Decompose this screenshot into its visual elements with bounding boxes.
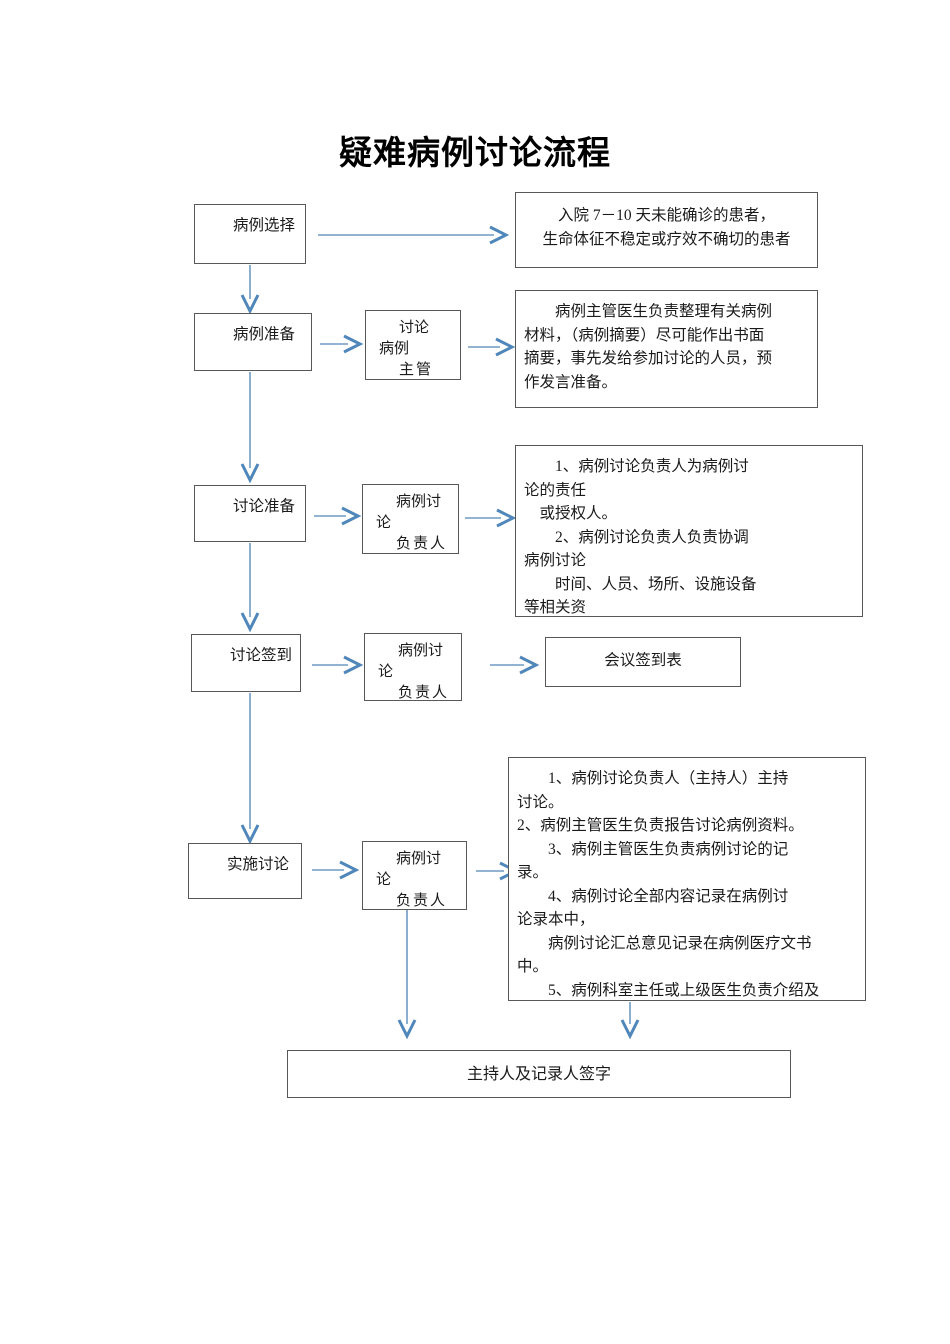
role-box-case-supervisor[interactable]: 讨论 病例 主管 — [365, 310, 461, 380]
role-line-1: 病例讨 — [396, 494, 442, 510]
stage-box-case-selection[interactable]: 病例选择 — [194, 204, 306, 264]
arrow-execution-to-leader — [312, 860, 360, 880]
page-title: 疑难病例讨论流程 — [339, 134, 611, 171]
detail-box-case-criteria: 入院 7－10 天未能确诊的患者， 生命体征不稳定或疗效不确切的患者 — [515, 192, 818, 268]
arrow-signin-to-leader — [312, 655, 364, 675]
arrow-case-selection-to-case-preparation — [240, 265, 260, 315]
detail-box-signin-sheet: 会议签到表 — [545, 637, 741, 687]
arrow-leader-to-preparation-rules — [465, 508, 517, 528]
stage-label: 病例选择 — [233, 217, 296, 234]
arrow-case-preparation-to-supervisor — [320, 334, 364, 354]
arrow-discussion-preparation-to-leader — [314, 506, 362, 526]
role-line-1: 病例讨 — [398, 643, 444, 659]
arrow-supervisor-to-preparation-detail — [468, 337, 516, 357]
signature-box: 主持人及记录人签字 — [287, 1050, 791, 1098]
arrow-leader-to-signin-sheet — [490, 655, 540, 675]
stage-label: 讨论准备 — [233, 498, 296, 515]
role-line-3: 负责人 — [396, 536, 448, 552]
detail-text: 1、病例讨论负责人（主持人）主持 讨论。 2、病例主管医生负责报告讨论病例资料。… — [517, 770, 820, 999]
detail-text: 会议签到表 — [604, 652, 682, 669]
arrow-discussion-preparation-to-signin — [240, 543, 260, 633]
arrow-case-preparation-to-discussion-preparation — [240, 372, 260, 484]
stage-label: 病例准备 — [233, 326, 296, 343]
detail-text: 1、病例讨论负责人为病例讨 论的责任 或授权人。 2、病例讨论负责人负责协调 病… — [524, 458, 757, 616]
role-line-2: 论 — [376, 515, 392, 531]
role-line-1: 讨论 — [399, 320, 430, 336]
detail-box-discussion-preparation: 1、病例讨论负责人为病例讨 论的责任 或授权人。 2、病例讨论负责人负责协调 病… — [515, 445, 863, 617]
stage-box-discussion-signin[interactable]: 讨论签到 — [191, 634, 301, 692]
detail-text: 入院 7－10 天未能确诊的患者， 生命体征不稳定或疗效不确切的患者 — [542, 207, 791, 248]
detail-box-case-preparation: 病例主管医生负责整理有关病例 材料，（病例摘要）尽可能作出书面 摘要，事先发给参… — [515, 290, 818, 408]
stage-box-discussion-preparation[interactable]: 讨论准备 — [194, 485, 306, 542]
role-box-discussion-leader-prep[interactable]: 病例讨 论 负责人 — [362, 484, 459, 554]
detail-box-discussion-execution: 1、病例讨论负责人（主持人）主持 讨论。 2、病例主管医生负责报告讨论病例资料。… — [508, 757, 866, 1001]
role-box-discussion-leader-exec[interactable]: 病例讨 论 负责人 — [362, 841, 467, 910]
arrow-execution-detail-to-signature — [620, 1002, 640, 1040]
signature-label: 主持人及记录人签字 — [466, 1066, 611, 1083]
role-line-3: 负责人 — [398, 685, 450, 701]
role-line-3: 主管 — [399, 362, 434, 378]
role-line-1: 病例讨 — [396, 851, 442, 867]
role-line-2: 病例 — [379, 341, 410, 357]
stage-label: 讨论签到 — [230, 647, 293, 664]
detail-text: 病例主管医生负责整理有关病例 材料，（病例摘要）尽可能作出书面 摘要，事先发给参… — [524, 303, 773, 391]
stage-box-discussion-execution[interactable]: 实施讨论 — [188, 843, 302, 899]
stage-label: 实施讨论 — [227, 856, 290, 873]
role-box-discussion-leader-signin[interactable]: 病例讨 论 负责人 — [364, 633, 462, 701]
arrow-leader-to-signature — [397, 910, 417, 1040]
stage-box-case-preparation[interactable]: 病例准备 — [194, 313, 312, 371]
role-line-2: 论 — [376, 872, 392, 888]
arrow-signin-to-execution — [240, 693, 260, 845]
arrow-case-selection-to-criteria — [318, 225, 510, 245]
role-line-3: 负责人 — [396, 893, 448, 909]
role-line-2: 论 — [378, 664, 394, 680]
